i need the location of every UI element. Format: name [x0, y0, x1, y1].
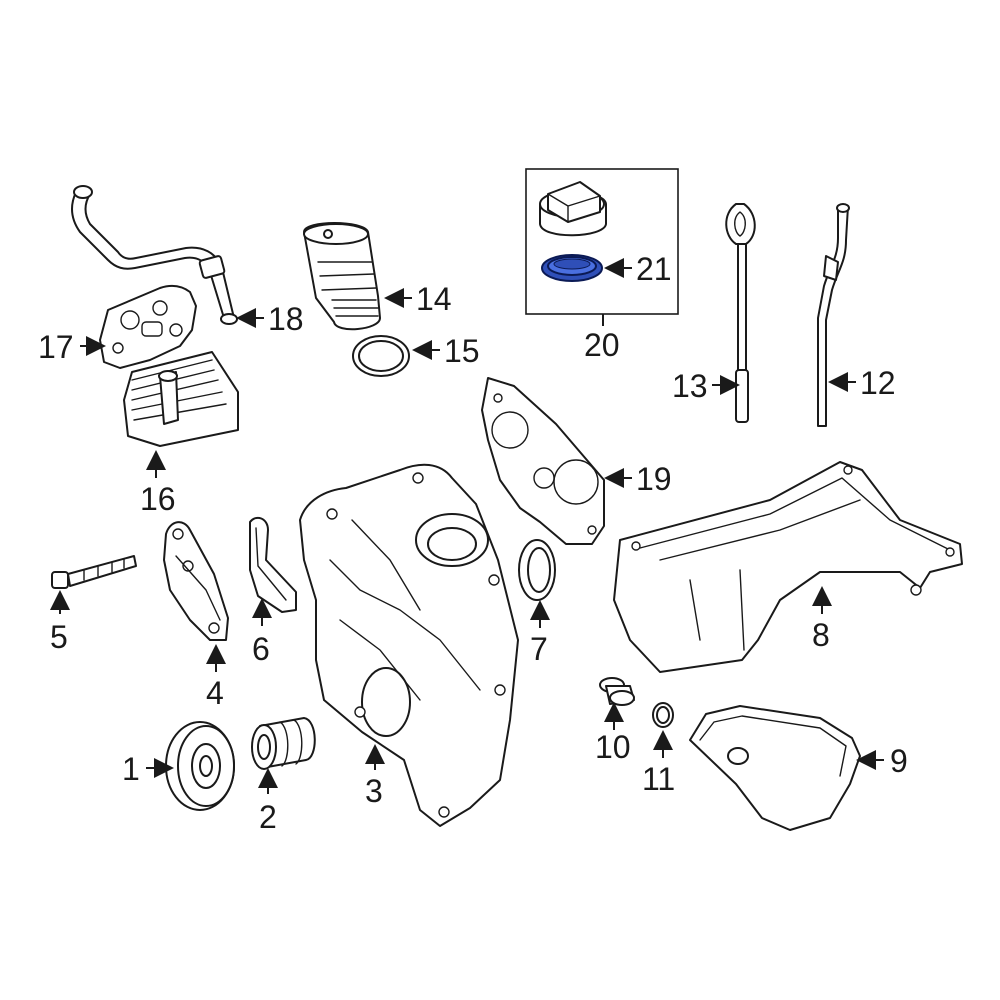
cover-gasket-part[interactable] [249, 516, 297, 613]
oil-pipe-part[interactable] [70, 185, 238, 325]
vibration-damper-part[interactable] [251, 717, 316, 770]
callout-15[interactable]: 15 [444, 333, 480, 369]
callout-14[interactable]: 14 [416, 281, 452, 317]
filler-cap-part[interactable] [539, 181, 607, 237]
dipstick-part[interactable] [725, 203, 756, 423]
callout-6[interactable]: 6 [252, 631, 270, 667]
timing-cover-gasket-part[interactable] [481, 377, 605, 545]
callout-18[interactable]: 18 [268, 301, 304, 337]
callout-leaders [50, 258, 884, 794]
cover-plate-part[interactable] [163, 521, 229, 641]
callout-16[interactable]: 16 [140, 481, 176, 517]
filter-housing-part[interactable] [303, 222, 381, 331]
cooler-gasket-part[interactable] [99, 284, 197, 369]
callout-20[interactable]: 20 [584, 327, 620, 363]
filter-o-ring-part[interactable] [352, 335, 410, 377]
callout-5[interactable]: 5 [50, 619, 68, 655]
callout-12[interactable]: 12 [860, 365, 896, 401]
callout-17[interactable]: 17 [38, 329, 74, 365]
upper-oil-pan-part[interactable] [613, 461, 963, 673]
callout-1[interactable]: 1 [122, 751, 140, 787]
callout-3[interactable]: 3 [365, 773, 383, 809]
callout-19[interactable]: 19 [636, 461, 672, 497]
bolt-part[interactable] [51, 555, 137, 589]
oil-cooler-part[interactable] [123, 351, 239, 447]
filler-cap-seal-part[interactable] [541, 254, 603, 282]
callout-labels: 1 2 3 4 5 6 7 8 9 10 11 12 13 14 15 16 1… [38, 251, 908, 835]
callout-21[interactable]: 21 [636, 251, 672, 287]
callout-10[interactable]: 10 [595, 729, 631, 765]
timing-cover-part[interactable] [299, 463, 519, 827]
drain-plug-part[interactable] [599, 677, 635, 706]
callout-11[interactable]: 11 [642, 761, 675, 797]
callout-13[interactable]: 13 [672, 368, 708, 404]
lower-oil-pan-part[interactable] [689, 705, 861, 831]
dipstick-tube-part[interactable] [817, 203, 850, 427]
callout-7[interactable]: 7 [530, 631, 548, 667]
callout-9[interactable]: 9 [890, 743, 908, 779]
crank-seal-part[interactable] [518, 539, 556, 601]
crank-pulley-part[interactable] [165, 721, 235, 811]
callout-8[interactable]: 8 [812, 617, 830, 653]
callout-4[interactable]: 4 [206, 675, 224, 711]
drain-plug-washer-part[interactable] [652, 702, 674, 728]
callout-2[interactable]: 2 [259, 799, 277, 835]
filler-cap-kit-box [525, 168, 679, 315]
